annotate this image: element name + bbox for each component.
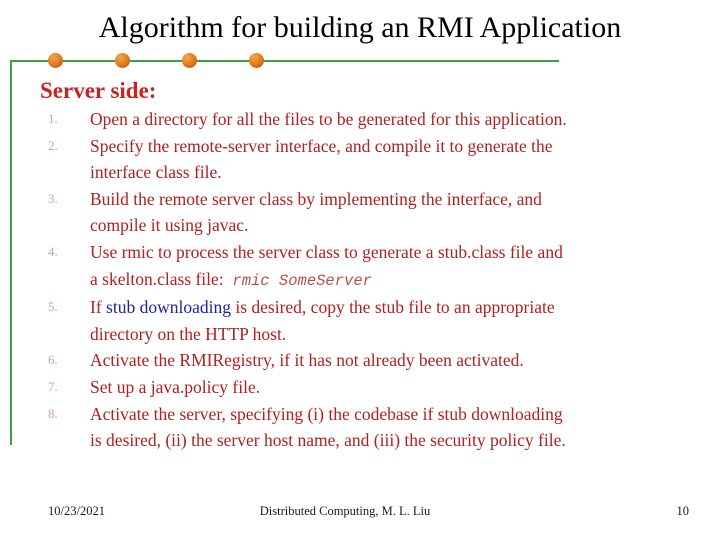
body-text: directory on the HTTP host. (90, 323, 287, 344)
text-line: Build the remote server class by impleme… (90, 186, 680, 213)
highlighted-term: stub downloading (106, 297, 231, 318)
item-number: 3. (48, 190, 58, 206)
vertical-divider (10, 60, 12, 445)
item-number: 2. (48, 137, 58, 153)
decor-ball-icon (115, 53, 130, 68)
body-text: interface class file. (90, 162, 222, 183)
text-line: Activate the server, specifying (i) the … (90, 401, 680, 428)
body-text: Use rmic to process the server class to … (90, 241, 563, 262)
body-text: is desired, copy the stub file to an app… (230, 297, 555, 318)
text-line: interface class file. (90, 159, 680, 186)
text-line: directory on the HTTP host. (90, 321, 680, 348)
list-item: 3. Build the remote server class by imple… (0, 186, 720, 239)
text-line: Specify the remote-server interface, and… (90, 133, 680, 160)
footer-date: 10/23/2021 (48, 504, 105, 518)
list-item: 2. Specify the remote-server interface, a… (0, 133, 720, 186)
item-number: 1. (48, 111, 58, 126)
text-line: a skelton.class file: rmic SomeServer (90, 266, 680, 295)
numbered-list: 1. Open a directory for all the files to … (0, 106, 720, 454)
body-text: Activate the RMIRegistry, if it has not … (90, 350, 524, 371)
text-line: If stub downloading is desired, copy the… (90, 294, 680, 321)
slide-title: Algorithm for building an RMI Applicatio… (98, 11, 622, 44)
list-item: 4. Use rmic to process the server class t… (0, 239, 720, 294)
item-number: 5. (48, 299, 58, 315)
item-number: 4. (48, 243, 58, 259)
horizontal-divider (10, 60, 559, 62)
item-number: 7. (48, 378, 58, 394)
list-item: 7. Set up a java.policy file. (0, 374, 720, 401)
section-heading: Server side: (40, 78, 157, 103)
item-number: 6. (48, 352, 58, 368)
text-line: Use rmic to process the server class to … (90, 239, 680, 266)
footer-page-number: 10 (676, 504, 690, 518)
item-number: 8. (48, 405, 58, 421)
body-text: is desired, (ii) the server host name, a… (90, 430, 566, 451)
footer-title: Distributed Computing, M. L. Liu (259, 504, 431, 518)
body-text: Open a directory for all the files to be… (90, 109, 567, 129)
body-text: Specify the remote-server interface, and… (90, 135, 553, 156)
list-item: 8. Activate the server, specifying (i) th… (0, 401, 720, 454)
text-line: is desired, (ii) the server host name, a… (90, 427, 680, 454)
body-text: compile it using javac. (90, 215, 249, 236)
body-text: If (90, 297, 107, 318)
body-text: Set up a java.policy file. (90, 376, 261, 397)
list-item: 6. Activate the RMIRegistry, if it has no… (0, 347, 720, 374)
list-item: 5. If stub downloading is desired, copy t… (0, 294, 720, 347)
text-line: Set up a java.policy file. (90, 374, 680, 401)
body-text: Build the remote server class by impleme… (90, 188, 542, 209)
inline-command: rmic SomeServer (232, 271, 372, 290)
list-item: 1. Open a directory for all the files to … (0, 106, 720, 133)
decor-ball-icon (249, 53, 264, 68)
decor-ball-icon (182, 53, 197, 68)
decor-ball-icon (48, 53, 63, 68)
body-text: Activate the server, specifying (i) the … (90, 403, 563, 424)
text-line: Open a directory for all the files to be… (90, 106, 680, 133)
body-text: a skelton.class file: (90, 268, 233, 289)
text-line: Activate the RMIRegistry, if it has not … (90, 347, 680, 374)
text-line: compile it using javac. (90, 212, 680, 239)
